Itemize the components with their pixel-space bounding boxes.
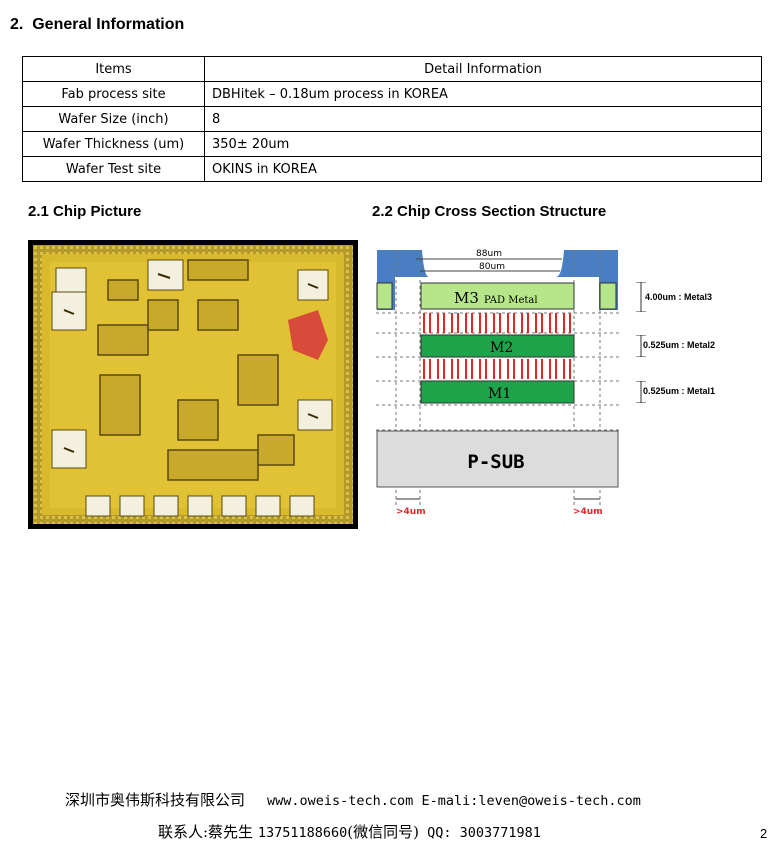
contact-label: 联系人:蔡先生 <box>158 823 258 841</box>
general-info-table: Items Detail Information Fab process sit… <box>22 56 762 182</box>
footer-line-1: 深圳市奥伟斯科技有限公司 www.oweis-tech.com E-mali:le… <box>65 789 641 810</box>
thickness-bracket-3 <box>636 380 646 404</box>
table-cell-detail: OKINS in KOREA <box>204 156 762 182</box>
cross-section-title: 2.2 Chip Cross Section Structure <box>372 203 607 220</box>
left-gap-label: >4um <box>396 507 426 517</box>
section-title: General Information <box>32 16 185 33</box>
chip-picture-title: 2.1 Chip Picture <box>28 203 142 220</box>
cross-section-diagram: 88um 80um M3 PAD Metal M2 <box>374 247 637 519</box>
company-name: 深圳市奥伟斯科技有限公司 <box>65 791 246 809</box>
m2-layer <box>420 334 575 358</box>
table-cell-item: Wafer Test site <box>22 156 205 182</box>
page-number: 2 <box>760 826 768 841</box>
m1-label: M1 <box>488 386 511 402</box>
table-cell-detail: 8 <box>204 106 762 132</box>
phone-number: 13751188660 <box>257 825 348 841</box>
table-row: Wafer Test site OKINS in KOREA <box>22 156 762 182</box>
qq-number: QQ: 3003771981 <box>418 825 541 841</box>
m3-pad-metal <box>420 282 575 310</box>
chip-die-image <box>33 245 353 524</box>
table-row: Wafer Thickness (um) 350± 20um <box>22 131 762 157</box>
section-number: 2. <box>10 16 24 33</box>
table-row: Fab process site DBHitek – 0.18um proces… <box>22 81 762 107</box>
cross-section-svg: 88um 80um M3 PAD Metal M2 <box>376 249 637 517</box>
table-header-row: Items Detail Information <box>22 56 762 82</box>
m3-label: M3 <box>454 289 479 307</box>
wechat-note: (微信同号) <box>347 823 419 841</box>
table-cell-detail: DBHitek – 0.18um process in KOREA <box>204 81 762 107</box>
chip-die-photo <box>28 240 358 529</box>
top-width-label: 88um <box>476 249 502 259</box>
p-sub-layer <box>376 430 619 488</box>
right-gap-label: >4um <box>573 507 603 517</box>
table-row: Wafer Size (inch) 8 <box>22 106 762 132</box>
column-header-items: Items <box>22 56 205 82</box>
pad-metal-label: PAD Metal <box>484 295 538 306</box>
thickness-bracket-1 <box>636 281 666 313</box>
metal1-thickness-label: 0.525um : Metal1 <box>643 386 716 396</box>
m1-layer <box>420 380 575 404</box>
column-header-detail: Detail Information <box>204 56 762 82</box>
substrate-label: P-SUB <box>467 451 524 473</box>
footer-line-2: 联系人:蔡先生 13751188660(微信同号) QQ: 3003771981 <box>158 821 541 842</box>
metal3-thickness-label: 4.00um : Metal3 <box>645 292 713 302</box>
inner-width-label: 80um <box>479 262 505 272</box>
m2-label: M2 <box>490 340 513 356</box>
section-heading: 2. General Information <box>10 16 184 34</box>
table-cell-detail: 350± 20um <box>204 131 762 157</box>
website-email: www.oweis-tech.com E-mali:leven@oweis-te… <box>267 793 641 809</box>
table-cell-item: Wafer Size (inch) <box>22 106 205 132</box>
metal2-thickness-label: 0.525um : Metal2 <box>643 340 716 350</box>
thickness-bracket-2 <box>636 334 646 358</box>
table-cell-item: Wafer Thickness (um) <box>22 131 205 157</box>
table-cell-item: Fab process site <box>22 81 205 107</box>
